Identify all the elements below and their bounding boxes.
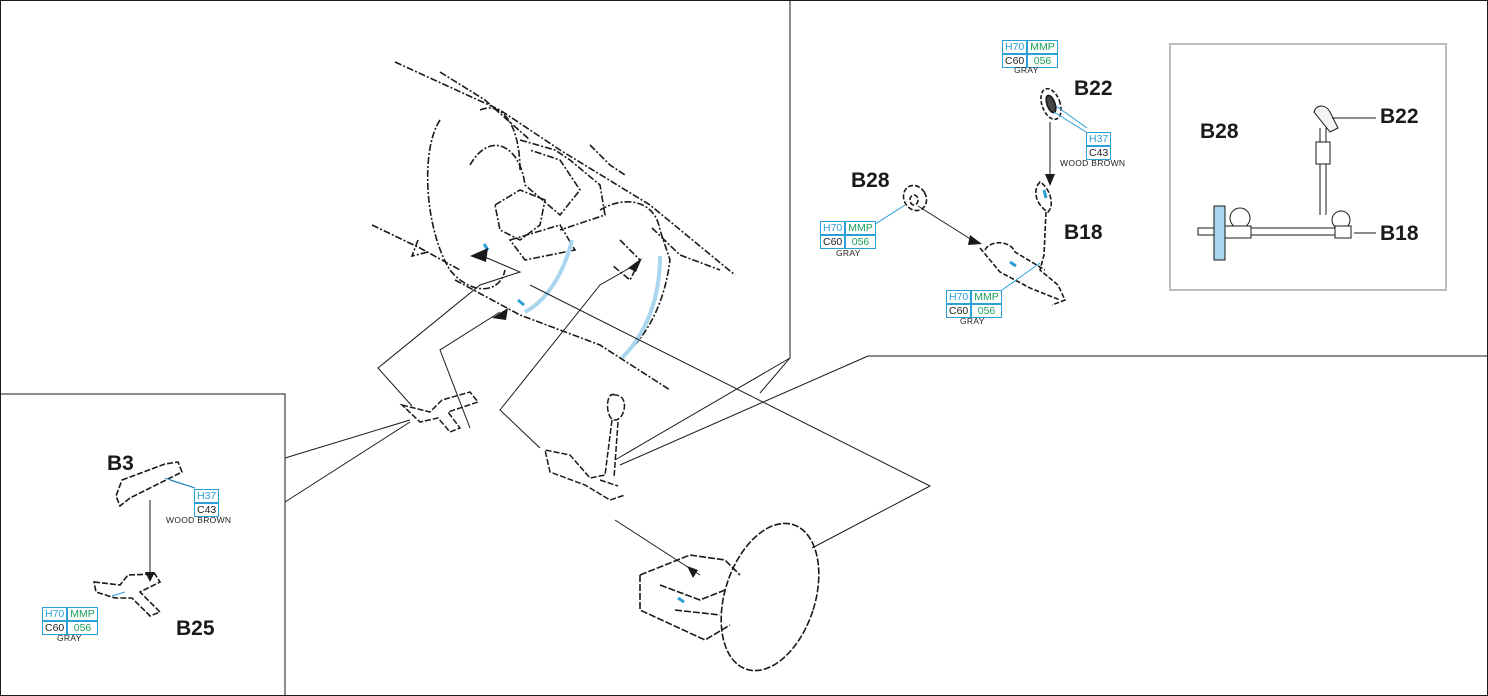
paint-chip-gray-b18: H70 MMP C60 056: [946, 290, 1002, 318]
paint-chip-wood-brown-b22: H37 C43: [1086, 132, 1112, 160]
arrow-head: [1045, 174, 1055, 186]
paint-code-c: C60: [946, 304, 972, 318]
paint-code-h: H70: [946, 290, 972, 304]
label-b28-main: B28: [851, 169, 890, 192]
paint-chip-wood-brown-b3: H37 C43: [194, 489, 220, 517]
paint-code-c: C60: [1002, 54, 1028, 68]
inset-schematic: [1197, 105, 1376, 261]
b18-part-drawing: [979, 180, 1067, 306]
mark: [1009, 260, 1017, 268]
paint-code-mmp-num: 056: [67, 621, 98, 635]
chassis-highlights: [524, 239, 662, 360]
b22-part-drawing: [1040, 87, 1062, 121]
chassis-mark: [517, 298, 525, 307]
arrow-head: [145, 572, 155, 582]
paint-code-mmp: MMP: [1027, 40, 1058, 54]
leader-blue: [865, 105, 1088, 291]
label-b18-inset: B18: [1380, 222, 1419, 245]
paint-name-gray-b22: GRAY: [1014, 65, 1039, 75]
b3-part-drawing: [115, 461, 184, 508]
paint-code-h: H70: [1002, 40, 1028, 54]
lever-drawing: [544, 393, 626, 501]
label-b22-main: B22: [1074, 77, 1113, 100]
paint-code-h: H70: [42, 607, 68, 621]
seat-mark: [677, 596, 685, 604]
paint-name-wood-brown-b3: WOOD BROWN: [166, 515, 232, 525]
paint-chip-gray-b25: H70 MMP C60 056: [42, 607, 98, 635]
paint-code-c: C43: [194, 503, 220, 517]
paint-code-mmp-num: 056: [845, 235, 876, 249]
paint-name-gray-b28: GRAY: [836, 248, 861, 258]
b25-assembly-drawing: [399, 391, 480, 433]
paint-name-gray-b18: GRAY: [960, 316, 985, 326]
arrow-heads: [470, 248, 698, 578]
paint-code-mmp-num: 056: [1027, 54, 1058, 68]
label-b3: B3: [107, 452, 134, 475]
paint-code-c: C60: [820, 235, 846, 249]
paint-code-c: C60: [42, 621, 68, 635]
label-b25: B25: [176, 617, 215, 640]
leader-lines: [284, 254, 932, 576]
chassis-drawing: [371, 61, 736, 391]
label-b22-inset: B22: [1380, 105, 1419, 128]
arrow-head: [968, 235, 982, 245]
paint-code-h: H70: [820, 221, 846, 235]
paint-name-wood-brown-b22: WOOD BROWN: [1060, 158, 1126, 168]
paint-code-h: H37: [1086, 132, 1112, 146]
inset-box: [1169, 43, 1447, 291]
label-b28-inset: B28: [1200, 120, 1239, 143]
paint-code-mmp: MMP: [845, 221, 876, 235]
label-b18-main: B18: [1064, 221, 1103, 244]
upper-right-lines: [917, 205, 973, 241]
paint-name-gray-b25: GRAY: [57, 633, 82, 643]
left-panel-lines: [149, 479, 196, 572]
paint-chip-gray-b22: H70 MMP C60 056: [1002, 40, 1058, 68]
seat-drawing: [639, 522, 820, 672]
paint-code-mmp: MMP: [67, 607, 98, 621]
paint-code-h: H37: [194, 489, 220, 503]
paint-code-c: C43: [1086, 146, 1112, 160]
paint-code-mmp-num: 056: [971, 304, 1002, 318]
paint-code-mmp: MMP: [971, 290, 1002, 304]
mark: [1042, 189, 1048, 199]
paint-chip-gray-b28: H70 MMP C60 056: [820, 221, 876, 249]
b28-part-drawing: [902, 184, 928, 212]
b25-part-drawing: [93, 573, 162, 617]
leader-blue: [111, 477, 196, 597]
